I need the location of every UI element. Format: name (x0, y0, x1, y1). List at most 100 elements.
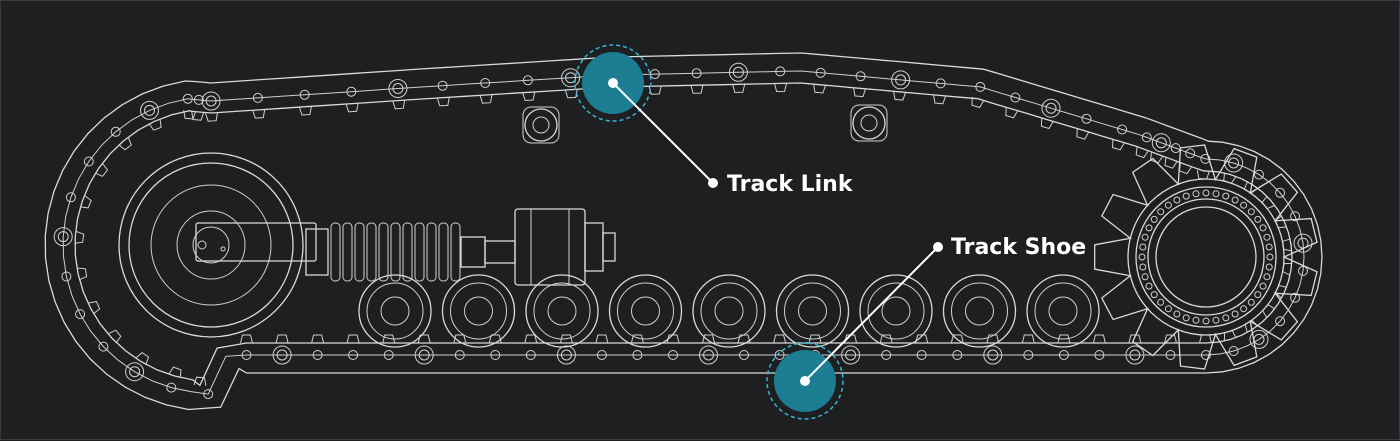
chain-bushing (556, 345, 576, 365)
grouser (252, 109, 266, 119)
chain-pin (935, 78, 946, 89)
chain-pin (1165, 350, 1176, 360)
spring-coil (342, 222, 353, 282)
chain-pin (203, 389, 214, 400)
chain-bushing (53, 227, 73, 247)
grouser (205, 112, 218, 122)
grouser (108, 329, 122, 344)
sprocket-bolt (1141, 273, 1149, 281)
grouser (702, 334, 715, 344)
roller-rim (1034, 282, 1092, 340)
sprocket-bolt (1173, 196, 1181, 204)
chain-pin (383, 350, 394, 360)
drive-sprocket (1094, 144, 1318, 370)
roller-outer (441, 274, 516, 348)
chain-bushing-inner (392, 83, 404, 94)
chain-pin (881, 350, 892, 360)
spring-coil (390, 222, 401, 282)
grouser (453, 334, 467, 344)
chain-bushing (1041, 98, 1061, 118)
roller-outer (358, 274, 432, 348)
chain-pin (241, 350, 252, 360)
chain-bushing-inner (703, 349, 714, 361)
sprocket-bolt (1164, 305, 1172, 313)
chain-pin (632, 350, 643, 360)
grouser (275, 334, 289, 344)
chain-pin (1010, 92, 1021, 103)
sprocket-bolt (1202, 189, 1210, 197)
grouser (950, 334, 964, 344)
chain-pin (1290, 211, 1301, 222)
grouser (298, 106, 312, 116)
roller-hub (380, 296, 410, 326)
chain-pin (775, 66, 786, 77)
chain-bushing (140, 100, 159, 120)
chain-bushing (1224, 153, 1244, 173)
sprocket-bolt (1265, 263, 1273, 271)
chain-pin (596, 350, 607, 360)
grouser (1150, 151, 1164, 164)
grouser (1128, 334, 1142, 344)
chain-pin (75, 309, 86, 320)
chain-pin (1275, 187, 1286, 198)
roller-hub (1048, 296, 1078, 326)
grouser (522, 91, 536, 102)
grouser (971, 96, 985, 109)
chain-plate-edge (62, 70, 1305, 395)
grouser (933, 94, 947, 105)
chain-bushing-inner (276, 349, 288, 361)
grouser (79, 195, 92, 209)
grouser (148, 119, 162, 131)
roller-rim (951, 282, 1008, 340)
chain-pin (61, 271, 72, 282)
spring-coil (450, 222, 461, 282)
chain-bushing-inner (845, 349, 857, 361)
sprocket-bolt (1231, 196, 1239, 204)
grouser (1076, 128, 1090, 140)
chain-bushing (125, 362, 145, 382)
chain-bushing (388, 79, 408, 98)
chain-bushing-inner (732, 66, 744, 78)
grouser (345, 103, 359, 113)
grouser (1040, 117, 1054, 130)
sprocket-bolt (1138, 253, 1146, 261)
recoil-spring (305, 208, 616, 286)
chain-pin (437, 80, 448, 91)
chain-pin (312, 350, 323, 360)
chain-pin (855, 71, 866, 82)
grouser (94, 163, 109, 177)
sprocket-bolt (1157, 298, 1165, 306)
grouser (773, 334, 787, 344)
grouser (1021, 334, 1035, 344)
chain-pin (1298, 265, 1308, 276)
track-link-callout: Track Link (608, 78, 854, 197)
spring-coil (330, 222, 341, 282)
chain-pin (815, 67, 826, 78)
chain-bushing (983, 345, 1003, 365)
roller-outer (1026, 274, 1100, 348)
chain-bushing (201, 91, 221, 111)
grouser (690, 84, 704, 94)
chain-pin (166, 382, 177, 393)
grouser (118, 137, 133, 151)
sprocket-bolt (1139, 263, 1147, 271)
chain-pin (739, 350, 749, 360)
chain-pin (668, 350, 678, 360)
roller-hub (798, 296, 827, 326)
chain-pin (916, 350, 927, 360)
chain-pin (774, 350, 785, 360)
grouser (813, 84, 827, 94)
grouser (183, 110, 197, 120)
grouser (392, 100, 406, 110)
spring-coil (414, 222, 425, 282)
sprocket-bolt (1212, 190, 1220, 198)
sprocket-bolt (1259, 224, 1267, 232)
sprocket-bolt (1240, 305, 1248, 313)
sprocket-bolt (1265, 243, 1273, 251)
roller-outer (775, 274, 850, 348)
track-chain (44, 52, 1323, 411)
grouser (524, 334, 538, 344)
sprocket-bolt (1254, 215, 1262, 223)
chain-pin (952, 350, 963, 360)
chain-bushing-inner (987, 349, 999, 361)
